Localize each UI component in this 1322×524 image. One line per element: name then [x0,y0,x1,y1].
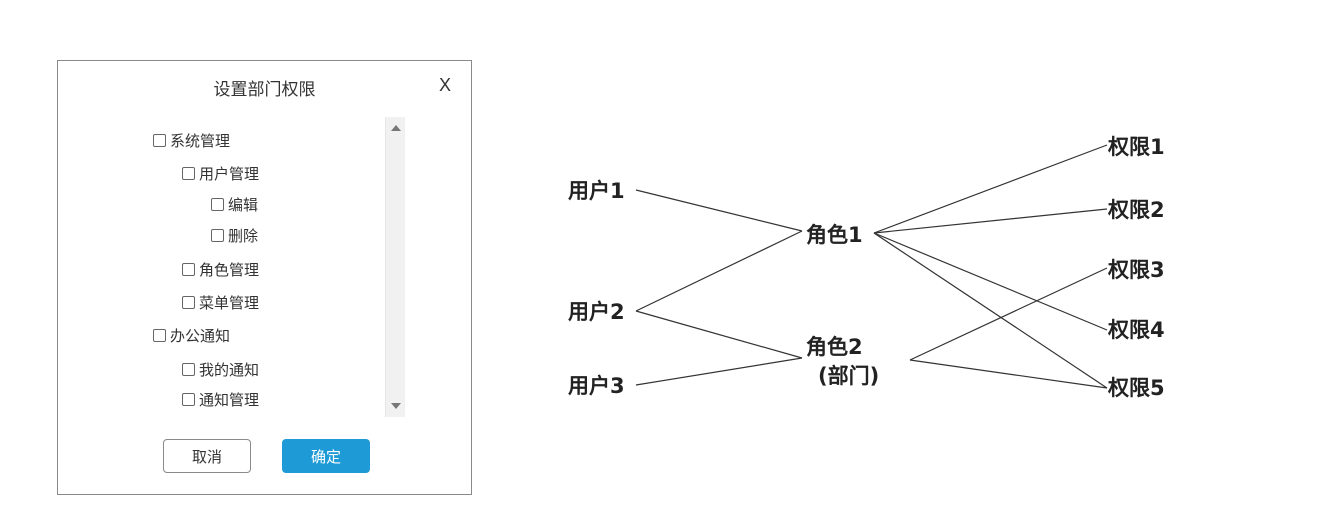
node-permission-5: 权限5 [1107,376,1165,400]
checkbox[interactable] [211,228,224,242]
tree-item-user-management[interactable]: 用户管理 [182,163,259,183]
tree-item-system-management[interactable]: 系统管理 [153,130,230,150]
tree-item-label: 用户管理 [199,164,260,183]
checkbox[interactable] [182,166,195,180]
checkbox[interactable] [182,262,195,276]
tree-item-label: 我的通知 [199,360,260,379]
tree-item-label: 菜单管理 [199,293,260,312]
tree-item-label: 角色管理 [199,260,260,279]
edge-user2-role1 [635,230,803,312]
tree-item-label: 通知管理 [199,390,260,409]
edge-role2-perm3 [909,267,1108,361]
edge-user2-role2 [635,310,803,359]
edge-role1-perm5 [873,232,1108,389]
checkbox[interactable] [153,328,166,342]
edge-user3-role2 [635,357,803,386]
node-role-2: 角色2 [806,335,863,359]
node-user-3: 用户3 [568,374,625,398]
tree-item-menu-management[interactable]: 菜单管理 [182,292,259,312]
tree-item-edit[interactable]: 编辑 [211,194,258,214]
checkbox[interactable] [182,362,195,376]
checkbox[interactable] [153,133,166,147]
scroll-down-icon[interactable] [386,398,406,414]
edge-role1-perm2 [873,208,1108,234]
tree-item-label: 系统管理 [170,131,231,150]
cancel-button[interactable]: 取消 [163,439,251,473]
node-permission-2: 权限2 [1107,198,1165,222]
node-permission-3: 权限3 [1107,258,1165,282]
checkbox[interactable] [182,392,195,406]
node-permission-1: 权限1 [1107,135,1165,159]
tree-item-office-notice[interactable]: 办公通知 [153,325,230,345]
tree-item-role-management[interactable]: 角色管理 [182,259,259,279]
scroll-up-icon[interactable] [386,120,406,136]
set-department-permission-dialog: 设置部门权限 X 系统管理 用户管理 编辑 删除 角色管理 菜单管理 办公通 [57,60,472,495]
tree-item-label: 删除 [228,226,259,245]
close-icon[interactable]: X [438,75,451,95]
permission-tree: 系统管理 用户管理 编辑 删除 角色管理 菜单管理 办公通知 我的通知 [153,123,383,418]
edge-user1-role1 [635,189,803,232]
node-user-1: 用户1 [568,179,625,203]
edge-role1-perm1 [873,144,1108,234]
node-user-2: 用户2 [568,300,625,324]
node-permission-4: 权限4 [1107,318,1165,342]
vertical-scrollbar[interactable] [385,117,405,417]
edge-role1-perm4 [873,232,1108,331]
tree-item-delete[interactable]: 删除 [211,225,258,245]
tree-item-label: 编辑 [228,195,259,214]
edge-role2-perm5 [909,359,1108,389]
tree-item-notice-management[interactable]: 通知管理 [182,389,259,409]
checkbox[interactable] [211,197,224,211]
tree-item-label: 办公通知 [170,326,231,345]
checkbox[interactable] [182,295,195,309]
dialog-title: 设置部门权限 [213,80,316,100]
ok-button[interactable]: 确定 [282,439,370,473]
node-role-1: 角色1 [806,223,863,247]
tree-item-my-notices[interactable]: 我的通知 [182,359,259,379]
node-role-2-sub: (部门) [818,364,879,388]
